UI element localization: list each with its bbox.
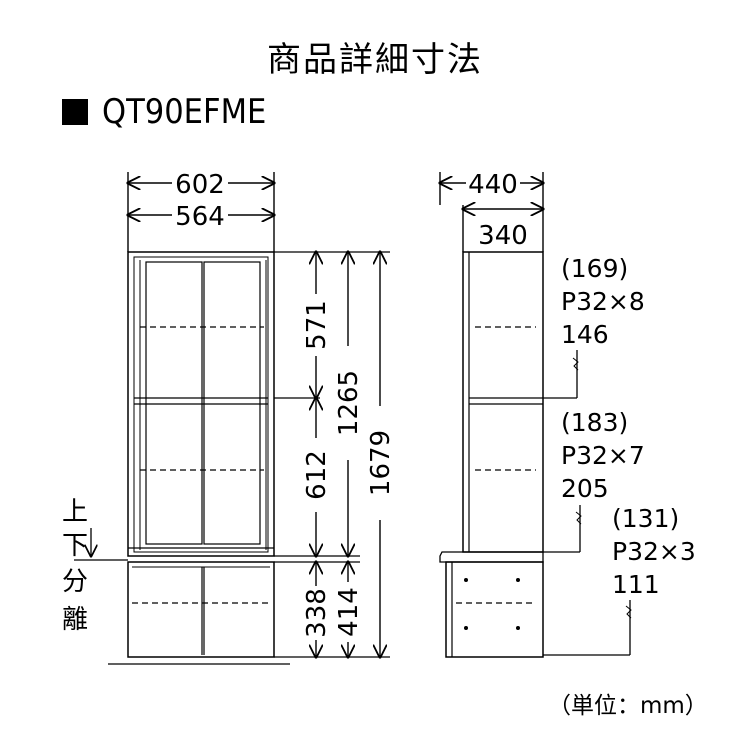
shelf-note-line: P32×3: [612, 537, 696, 566]
height-drawer-label: 338: [302, 588, 332, 638]
height-upper-unit-label: 1265: [334, 370, 364, 436]
shelf-note-line: 111: [612, 570, 660, 599]
shelf-note-line: (131): [612, 504, 679, 533]
square-bullet-icon: [62, 99, 88, 125]
shelf-note-line: (169): [561, 254, 628, 283]
model-code: QT90EFME: [102, 92, 267, 132]
height-lower-unit-label: 414: [334, 587, 364, 637]
width-outer-label: 602: [175, 170, 225, 200]
split-label-char: 下: [62, 531, 88, 561]
lower-cabinet-outline: [127, 561, 275, 658]
height-lower-shelf-label: 612: [302, 450, 332, 500]
upper-cabinet-outline: [127, 251, 275, 557]
model-heading: QT90EFME: [62, 92, 266, 132]
height-total-label: 1679: [366, 430, 396, 496]
depth-outer-label: 440: [468, 170, 518, 200]
height-upper-shelf-label: 571: [302, 300, 332, 350]
shelf-note-line: P32×7: [561, 441, 645, 470]
shelf-note-line: 146: [561, 320, 609, 349]
front-view: [127, 251, 275, 658]
split-label-char: 分: [62, 567, 88, 597]
split-label-char: 離: [62, 605, 88, 635]
right-glass-door: [203, 261, 261, 545]
depth-inner-label: 340: [478, 221, 528, 251]
shelf-note-line: 205: [561, 474, 609, 503]
shelf-note-line: (183): [561, 408, 628, 437]
lower-cabinet-side: [445, 561, 544, 658]
unit-note: （単位：mm）: [548, 693, 708, 719]
width-inner-label: 564: [175, 202, 225, 232]
upper-cabinet-side: [462, 251, 544, 553]
left-glass-door: [145, 261, 203, 545]
side-view: [439, 251, 544, 658]
shelf-pin-dots: [464, 578, 520, 630]
shelf-note-line: P32×8: [561, 287, 645, 316]
page-title: 商品詳細寸法: [267, 40, 483, 80]
split-label-char: 上: [62, 497, 88, 527]
